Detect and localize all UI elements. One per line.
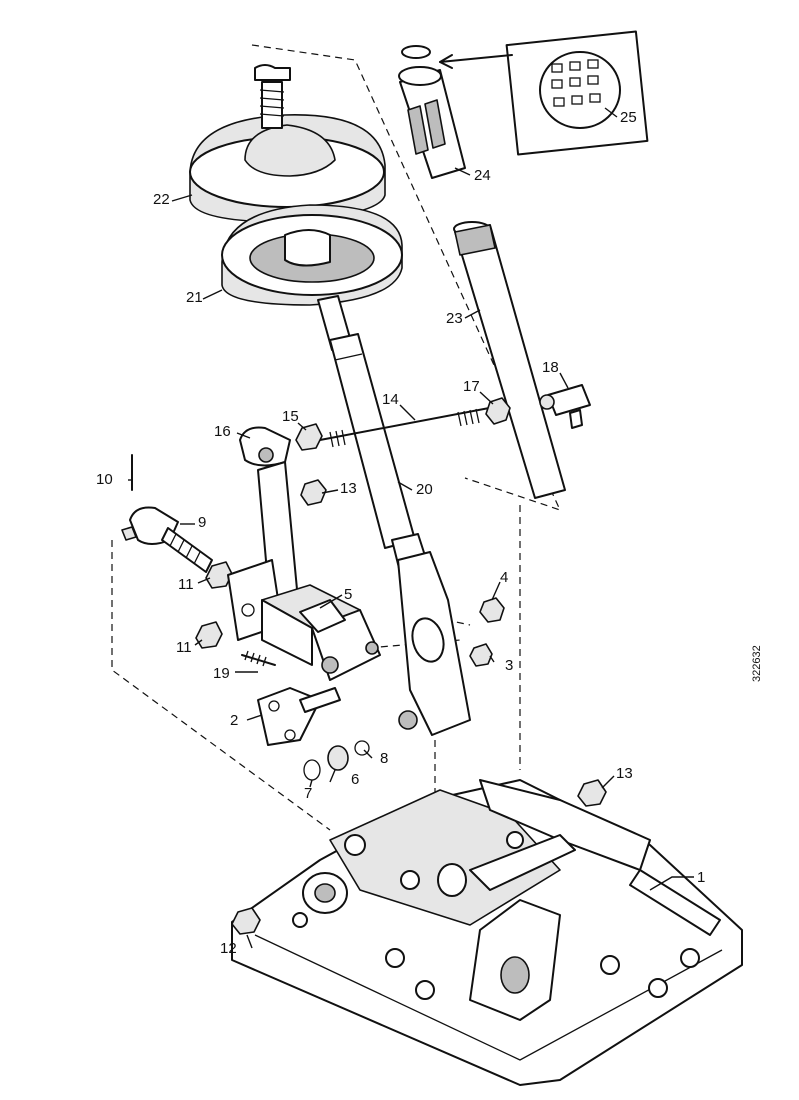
part-19-spring-pin — [241, 650, 276, 667]
callout-10: 10 — [96, 471, 113, 488]
callout-25: 25 — [620, 109, 637, 126]
part-7-circlip — [303, 759, 321, 781]
callout-leader-lines — [128, 107, 694, 949]
callout-13-upper: 13 — [340, 480, 357, 497]
callout-12: 12 — [220, 940, 237, 957]
part-4-nut — [479, 597, 505, 623]
callout-20: 20 — [416, 481, 433, 498]
callout-23: 23 — [446, 310, 463, 327]
callout-4: 4 — [500, 569, 508, 586]
callout-11-lower: 11 — [176, 639, 192, 656]
callout-14: 14 — [382, 391, 399, 408]
callout-16: 16 — [214, 423, 231, 440]
part-9-rod-end — [121, 506, 213, 573]
callout-9: 9 — [198, 514, 206, 531]
callout-1: 1 — [697, 869, 705, 886]
part-8-washer — [354, 740, 370, 756]
part-25-shift-pattern-badge — [439, 30, 649, 156]
part-20-gear-lever — [317, 295, 429, 573]
part-13-nut-upper — [300, 479, 327, 506]
part-13-nut-lower — [577, 779, 607, 807]
callout-18: 18 — [542, 359, 559, 376]
part-5-housing-block — [261, 584, 381, 681]
part-15-nut — [295, 423, 323, 451]
callout-22: 22 — [153, 191, 170, 208]
callout-3: 3 — [505, 657, 513, 674]
callout-6: 6 — [351, 771, 359, 788]
part-2-flange — [257, 687, 341, 746]
callout-11-upper: 11 — [178, 576, 194, 593]
callout-labels: 1 2 3 4 5 6 7 8 9 10 11 11 12 13 13 14 1… — [96, 109, 705, 957]
part-18-ball-joint — [539, 384, 591, 429]
callout-8: 8 — [380, 750, 388, 767]
part-11-nut-upper — [205, 561, 233, 589]
part-1-base-housing — [231, 779, 743, 1086]
part-23-boot-tube — [453, 221, 566, 499]
part-22-upper-cover — [189, 64, 386, 223]
callout-5: 5 — [344, 586, 352, 603]
part-6-bushing — [327, 745, 349, 771]
part-3-bolt — [469, 643, 493, 667]
callout-19: 19 — [213, 665, 230, 682]
part-16-ball-cup — [239, 426, 291, 467]
callout-17: 17 — [463, 378, 480, 395]
selector-plate — [397, 551, 471, 736]
callout-7: 7 — [304, 785, 312, 802]
callout-24: 24 — [474, 167, 491, 184]
reference-code: 322632 — [751, 645, 763, 682]
part-12-nut — [231, 907, 261, 935]
part-24-lever-knob — [398, 45, 466, 179]
callout-13-lower: 13 — [616, 765, 633, 782]
callout-21: 21 — [186, 289, 203, 306]
part-11-nut-lower — [195, 621, 223, 649]
part-14-threaded-rod — [319, 404, 506, 448]
callout-15: 15 — [282, 408, 299, 425]
callout-2: 2 — [230, 712, 238, 729]
part-21-gaiter-ring — [221, 204, 403, 306]
part-17-nut — [485, 397, 511, 425]
